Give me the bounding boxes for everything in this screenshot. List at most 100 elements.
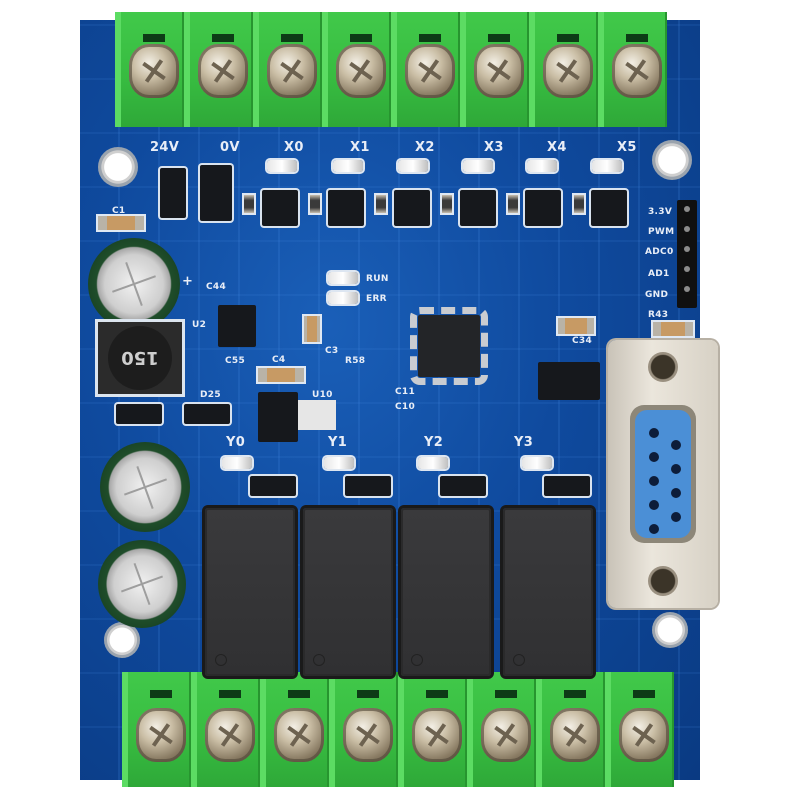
electrolytic-capacitor [98,540,186,628]
terminal-screw-input[interactable] [529,12,598,127]
terminal-screw-input[interactable] [322,12,391,127]
refdes-u2: U2 [192,320,207,330]
label-24v: 24V [150,140,180,155]
optocoupler-x1 [328,190,364,226]
terminal-screw-output[interactable] [605,672,674,787]
screw-icon [205,708,255,762]
screw-icon [550,708,600,762]
terminal-screw-input[interactable] [391,12,460,127]
screw-icon [274,708,324,762]
refdes-c3: C3 [325,346,339,356]
input-led-x4 [527,160,557,172]
relay-y2 [401,508,491,676]
label-0v: 0V [220,140,240,155]
mounting-hole [104,622,140,658]
power-diode [160,168,186,218]
input-led-x3 [463,160,493,172]
terminal-screw-output[interactable] [536,672,605,787]
screw-icon [129,44,179,98]
screw-icon [543,44,593,98]
input-led-x0 [267,160,297,172]
terminal-screw-input[interactable] [184,12,253,127]
mounting-hole [652,612,688,648]
bottom-terminal-strip [122,672,674,787]
mounting-hole [652,140,692,180]
relay-y0 [205,508,295,676]
input-led-x1 [333,160,363,172]
refdes-c34: C34 [572,336,593,346]
inductor-marking: 150 [108,326,172,390]
label-err: ERR [366,294,387,304]
expansion-pin-header[interactable] [677,200,697,308]
input-led-x2 [398,160,428,172]
label-header-gnd: GND [645,290,669,300]
optocoupler-x0 [262,190,298,226]
mounting-screw-hole [648,352,678,382]
flyback-diode-y1 [345,476,391,496]
screw-icon [619,708,669,762]
run-led [328,272,358,284]
regulator-heatsink-tab [298,400,336,430]
resistor [574,195,584,213]
label-header-3v3: 3.3V [648,207,673,217]
terminal-screw-input[interactable] [253,12,322,127]
screw-icon [481,708,531,762]
electrolytic-capacitor [100,442,190,532]
label-header-adc0: ADC0 [645,247,674,257]
diode-d25 [184,404,230,424]
terminal-screw-output[interactable] [329,672,398,787]
top-terminal-strip [115,12,667,127]
output-led-y3 [522,457,552,469]
screw-icon [412,708,462,762]
power-inductor: 150 [98,322,182,394]
terminal-screw-output[interactable] [122,672,191,787]
output-led-y1 [324,457,354,469]
screw-icon [612,44,662,98]
refdes-c4: C4 [272,355,286,365]
label-header-ad1: AD1 [648,269,670,279]
screw-icon [405,44,455,98]
power-diode [200,165,232,221]
screw-icon [336,44,386,98]
label-input-x0: X0 [284,140,304,155]
db9-serial-connector[interactable] [608,340,718,608]
rs232-driver-ic [538,362,600,400]
microcontroller-chip [410,307,488,385]
screw-icon [198,44,248,98]
err-led [328,292,358,304]
mounting-screw-hole [648,566,678,596]
ic-u2 [218,305,256,347]
label-run: RUN [366,274,389,284]
terminal-screw-output[interactable] [191,672,260,787]
terminal-screw-input[interactable] [598,12,667,127]
terminal-screw-input[interactable] [115,12,184,127]
screw-icon [474,44,524,98]
terminal-screw-output[interactable] [398,672,467,787]
refdes-r58: R58 [345,356,366,366]
refdes-c11: C11 [395,387,416,397]
smd-capacitor [653,322,693,336]
label-output-y1: Y1 [328,435,348,450]
label-output-y3: Y3 [514,435,534,450]
smd-capacitor [304,316,320,342]
label-header-pwm: PWM [648,227,675,237]
diode [116,404,162,424]
label-input-x1: X1 [350,140,370,155]
resistor [310,195,320,213]
label-input-x4: X4 [547,140,567,155]
terminal-screw-input[interactable] [460,12,529,127]
pcb-board [80,20,700,780]
terminal-screw-output[interactable] [260,672,329,787]
voltage-regulator-u10 [258,392,298,442]
refdes-c44: C44 [206,282,227,292]
resistor [442,195,452,213]
refdes-u10: U10 [312,390,333,400]
input-led-x5 [592,160,622,172]
refdes-d25: D25 [200,390,221,400]
terminal-screw-output[interactable] [467,672,536,787]
mounting-hole [98,147,138,187]
refdes-r43: R43 [648,310,669,320]
optocoupler-x5 [591,190,627,226]
label-input-x5: X5 [617,140,637,155]
db9-pin-face [635,410,691,538]
